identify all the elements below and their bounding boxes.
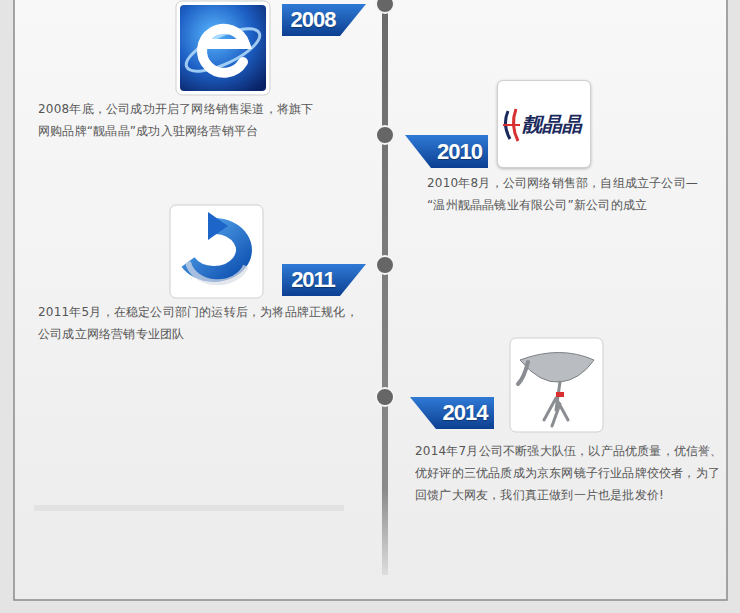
browser-icon — [176, 1, 270, 95]
panel — [14, 0, 727, 600]
year-text: 2014 — [443, 397, 488, 429]
cycle-icon — [170, 205, 263, 298]
year-badge: 2014 — [410, 397, 494, 429]
year-badge: 2008 — [282, 4, 366, 36]
logo-text: 靓晶晶 — [522, 111, 582, 138]
year-text: 2011 — [291, 264, 335, 296]
milestone-text: 2008年底，公司成功开启了网络销售渠道，将旗下 网购品牌“靓晶晶”成功入驻网络… — [38, 98, 323, 142]
year-badge: 2010 — [405, 135, 488, 168]
milestone-text: 2014年7月公司不断强大队伍，以产品优质量，优信誉、 优好评的三优品质成为京东… — [415, 440, 727, 506]
year-text: 2010 — [437, 136, 482, 168]
year-text: 2008 — [291, 4, 336, 36]
sculpture-icon — [510, 338, 603, 432]
timeline-dots — [376, 0, 394, 406]
shadow-band — [34, 505, 344, 511]
logo-box: 靓晶晶 — [497, 80, 591, 168]
milestone-text: 2011年5月，在稳定公司部门的运转后，为将品牌正规化， 公司成立网络营销专业团… — [38, 301, 358, 345]
timeline-axis — [382, 0, 388, 575]
year-badge: 2011 — [282, 264, 366, 296]
milestone-text: 2010年8月，公司网络销售部，自组成立子公司— “温州靓晶晶镜业有限公司”新公… — [427, 172, 707, 216]
